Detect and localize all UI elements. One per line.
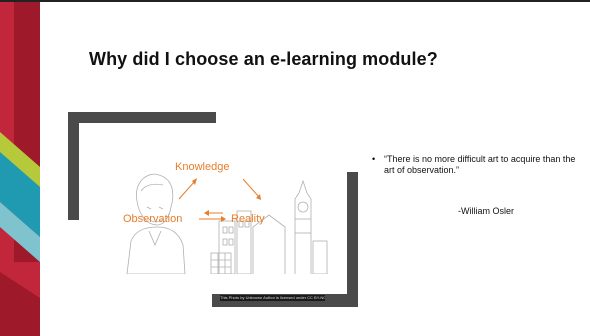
quote-text: “There is no more difficult art to acqui… [384, 154, 576, 175]
city-skyline-sketch [210, 210, 286, 274]
quote-text-block: “There is no more difficult art to acqui… [372, 154, 582, 176]
diagram-node-reality: Reality [231, 213, 265, 225]
lincoln-portrait-sketch [126, 173, 186, 274]
slide-title: Why did I choose an e-learning module? [89, 49, 438, 69]
big-ben-sketch [294, 179, 328, 274]
bracket-bottom-right-vertical [347, 172, 358, 307]
image-credit[interactable]: This Photo by Unknown Author is licensed… [220, 295, 325, 301]
diagram-node-knowledge: Knowledge [175, 161, 229, 173]
quote-author: -William Osler [458, 206, 514, 216]
decorative-left-band [0, 2, 40, 336]
diagram-arrows [178, 178, 261, 222]
bullet-marker: • [372, 154, 376, 164]
bracket-top-left-horizontal [68, 112, 216, 123]
diagram-node-observation: Observation [123, 213, 182, 225]
bracket-top-left-vertical [68, 112, 79, 220]
knowledge-observation-reality-diagram: Knowledge Observation Reality [123, 161, 328, 274]
